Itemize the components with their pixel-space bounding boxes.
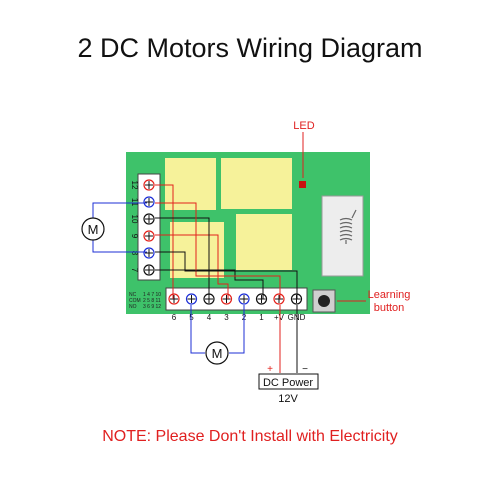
legend-no-numbers: 3 6 9 12	[143, 304, 161, 310]
terminal-screw-cross	[145, 198, 153, 206]
terminal-screw-cross	[275, 295, 283, 303]
dc-power-box	[258, 373, 319, 390]
terminal-screw-cross	[187, 295, 196, 303]
internal-wiring	[155, 184, 298, 299]
terminal-screw-cross	[257, 295, 266, 303]
terminal-label-7: 7	[130, 268, 139, 273]
antenna-coil-icon	[339, 209, 357, 244]
terminal-screw-cross	[145, 266, 153, 274]
learning-button-label-line2: button	[374, 302, 405, 314]
terminal-screw-cross	[240, 295, 248, 303]
dc-minus-label: −	[302, 364, 308, 375]
legend-nc-numbers: 1 4 7 10	[143, 292, 161, 298]
legend-no: NO	[129, 304, 137, 310]
wire-t10-to-t4	[155, 217, 210, 299]
relay-4	[236, 214, 292, 270]
terminal-label-12: 12	[130, 181, 139, 190]
motor-bottom-wiring	[190, 305, 245, 354]
diagram-title: 2 DC Motors Wiring Diagram	[77, 33, 423, 63]
voltage-label: 12V	[278, 393, 298, 405]
wire-t12-to-t6	[155, 184, 174, 299]
led-indicator	[299, 181, 306, 188]
dc-plus-label: +	[267, 364, 273, 375]
terminal-screw-cross	[145, 232, 153, 240]
terminal-label-+V: +V	[274, 313, 285, 322]
terminal-label-9: 9	[130, 234, 139, 239]
terminal-label-5: 5	[189, 313, 194, 322]
terminal-screw-cross	[145, 181, 153, 189]
terminal-label-3: 3	[224, 313, 229, 322]
warning-note: NOTE: Please Don't Install with Electric…	[102, 428, 398, 445]
legend-com: COM	[129, 298, 141, 304]
relay-3	[170, 222, 224, 278]
terminal-label-1: 1	[259, 313, 264, 322]
terminal-screw-cross	[145, 215, 153, 223]
terminal-screw-cross	[170, 295, 178, 303]
bottom-terminal-block	[165, 287, 308, 311]
learning-button-cap	[318, 295, 330, 307]
legend-nc: NC	[129, 292, 137, 298]
led-label: LED	[293, 120, 314, 132]
wire-t11-to-vplus	[155, 202, 281, 299]
motor-left-label: M	[88, 222, 99, 237]
terminal-screw-cross	[145, 249, 153, 257]
wire-t8-to-gnd	[155, 251, 298, 299]
dc-power-label: DC Power	[263, 377, 313, 389]
motor-left-icon	[81, 217, 105, 241]
wire-t9-to-t3	[155, 234, 229, 299]
terminal-label-10: 10	[130, 215, 139, 224]
motor-left-wiring	[92, 202, 147, 253]
terminal-screw-cross	[222, 295, 231, 303]
receiver-module	[321, 195, 364, 277]
wire-t7-to-t1	[155, 269, 264, 299]
motor-bottom-icon	[205, 341, 229, 365]
left-terminals: 12 11 10 9 8 7	[130, 179, 155, 276]
motor-bottom-label: M	[212, 346, 223, 361]
terminal-label-6: 6	[172, 313, 177, 322]
legend-com-numbers: 2 5 8 11	[143, 298, 161, 304]
learning-button-label-line1: Learning	[368, 289, 411, 301]
terminal-label-4: 4	[207, 313, 212, 322]
relay-2	[221, 158, 292, 209]
terminal-label-8: 8	[130, 251, 139, 256]
dc-power-wiring	[279, 305, 298, 373]
terminal-label-11: 11	[130, 198, 139, 207]
